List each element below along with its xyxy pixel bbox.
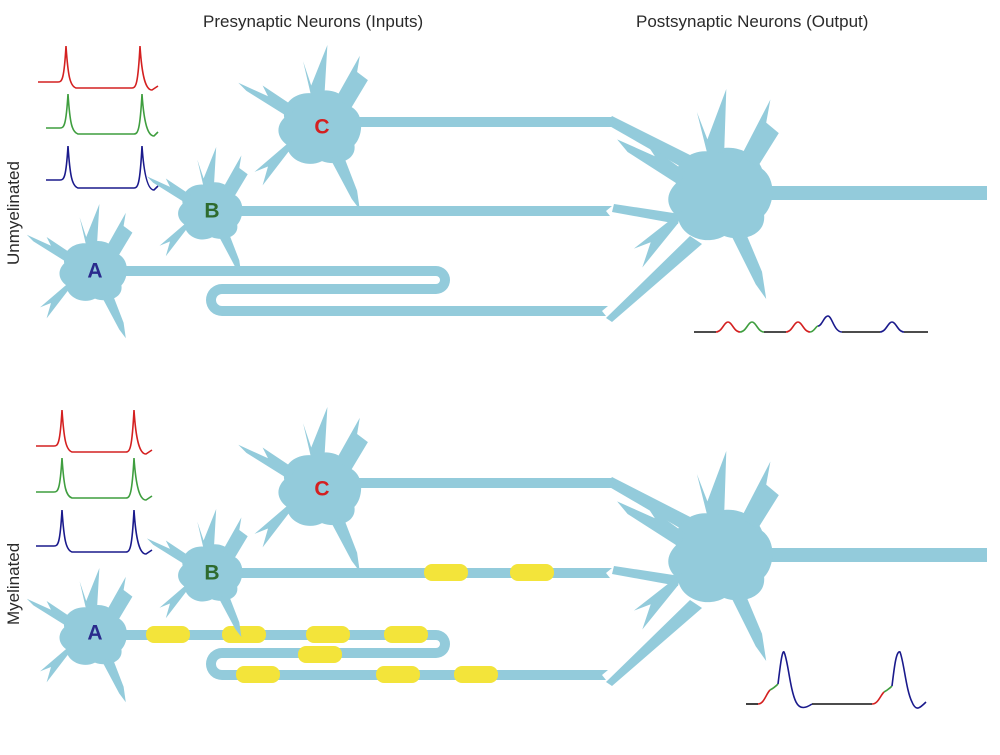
output-trace-2 bbox=[746, 651, 927, 709]
myelin-sheath bbox=[146, 626, 190, 643]
input-trace-green-2 bbox=[36, 457, 153, 501]
myelin-sheath bbox=[222, 626, 266, 643]
myelin-sheath bbox=[236, 666, 280, 683]
myelin-sheath bbox=[376, 666, 420, 683]
neuron-b-label-2: B bbox=[204, 562, 219, 585]
myelin-sheaths bbox=[146, 564, 554, 683]
input-trace-red bbox=[38, 45, 159, 91]
output-axon-2 bbox=[765, 548, 987, 562]
axon-b-2 bbox=[228, 568, 604, 578]
myelin-sheath bbox=[510, 564, 554, 581]
neuron-b bbox=[146, 147, 248, 276]
input-trace-red-2 bbox=[36, 409, 153, 455]
axon-a bbox=[112, 266, 600, 316]
axon-a-2 bbox=[112, 630, 600, 680]
axon-b bbox=[228, 206, 604, 216]
myelin-sheath bbox=[424, 564, 468, 581]
neuron-b-label: B bbox=[204, 200, 219, 223]
output-axon bbox=[765, 186, 987, 200]
neuron-b-2 bbox=[146, 509, 248, 638]
myelin-sheath bbox=[298, 646, 342, 663]
postsynaptic-neuron-2 bbox=[617, 451, 779, 661]
postsynaptic-neuron bbox=[617, 89, 779, 300]
neuron-a-label-2: A bbox=[87, 622, 102, 645]
myelin-sheath bbox=[306, 626, 350, 643]
input-trace-green bbox=[46, 93, 159, 137]
myelinated-axons bbox=[112, 477, 987, 686]
myelin-sheath bbox=[454, 666, 498, 683]
unmyelinated-panel: C B A bbox=[26, 45, 987, 339]
neuron-c-2 bbox=[238, 407, 368, 572]
axon-c bbox=[350, 117, 606, 127]
neuron-c-label-2: C bbox=[314, 478, 329, 501]
myelin-sheath bbox=[384, 626, 428, 643]
neuron-a bbox=[26, 204, 133, 339]
unmyelinated-axons bbox=[112, 116, 987, 322]
output-trace bbox=[694, 315, 928, 333]
input-trace-blue bbox=[46, 145, 159, 191]
neuron-a-2 bbox=[26, 568, 133, 703]
neuron-a-label: A bbox=[87, 260, 102, 283]
input-trace-blue-2 bbox=[36, 509, 153, 555]
neuron-c-label: C bbox=[314, 116, 329, 139]
presynaptic-header: Presynaptic Neurons (Inputs) bbox=[203, 12, 424, 31]
postsynaptic-header: Postsynaptic Neurons (Output) bbox=[636, 12, 869, 31]
axon-c-2 bbox=[350, 478, 606, 488]
neuron-c bbox=[238, 45, 368, 210]
myelinated-panel: C B A bbox=[26, 407, 987, 709]
